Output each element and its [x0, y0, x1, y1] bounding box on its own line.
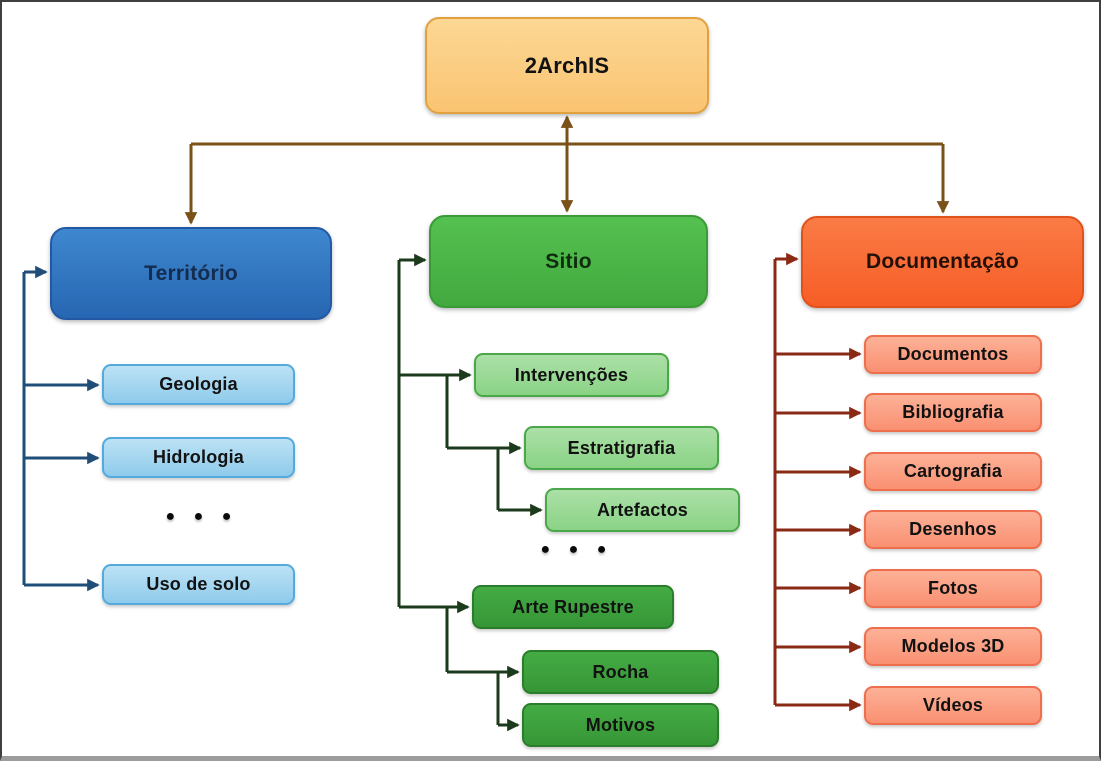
node-estratigrafia: Estratigrafia [524, 426, 719, 470]
sitio-connector [397, 253, 543, 732]
node-modelos-3d: Modelos 3D [864, 627, 1042, 666]
node-hidrologia: Hidrologia [102, 437, 295, 478]
node-rocha: Rocha [522, 650, 719, 694]
territorio-connector [22, 265, 100, 592]
root-connector [184, 115, 950, 225]
node-geologia: Geologia [102, 364, 295, 405]
node-artefactos: Artefactos [545, 488, 740, 532]
node-arte-rupestre: Arte Rupestre [472, 585, 674, 629]
node-uso-de-solo: Uso de solo [102, 564, 295, 605]
node-territorio: Território [50, 227, 332, 320]
node-2archis: 2ArchIS [425, 17, 709, 114]
node-bibliografia: Bibliografia [864, 393, 1042, 432]
node-videos: Vídeos [864, 686, 1042, 725]
node-cartografia: Cartografia [864, 452, 1042, 491]
node-sitio: Sitio [429, 215, 708, 308]
node-desenhos: Desenhos [864, 510, 1042, 549]
node-fotos: Fotos [864, 569, 1042, 608]
node-intervencoes: Intervenções [474, 353, 669, 397]
ellipsis-sitio: ● ● ● [540, 541, 614, 558]
node-documentos: Documentos [864, 335, 1042, 374]
ellipsis-territorio: ● ● ● [165, 508, 239, 525]
node-motivos: Motivos [522, 703, 719, 747]
node-documentacao: Documentação [801, 216, 1084, 308]
documentacao-connector [773, 252, 862, 712]
